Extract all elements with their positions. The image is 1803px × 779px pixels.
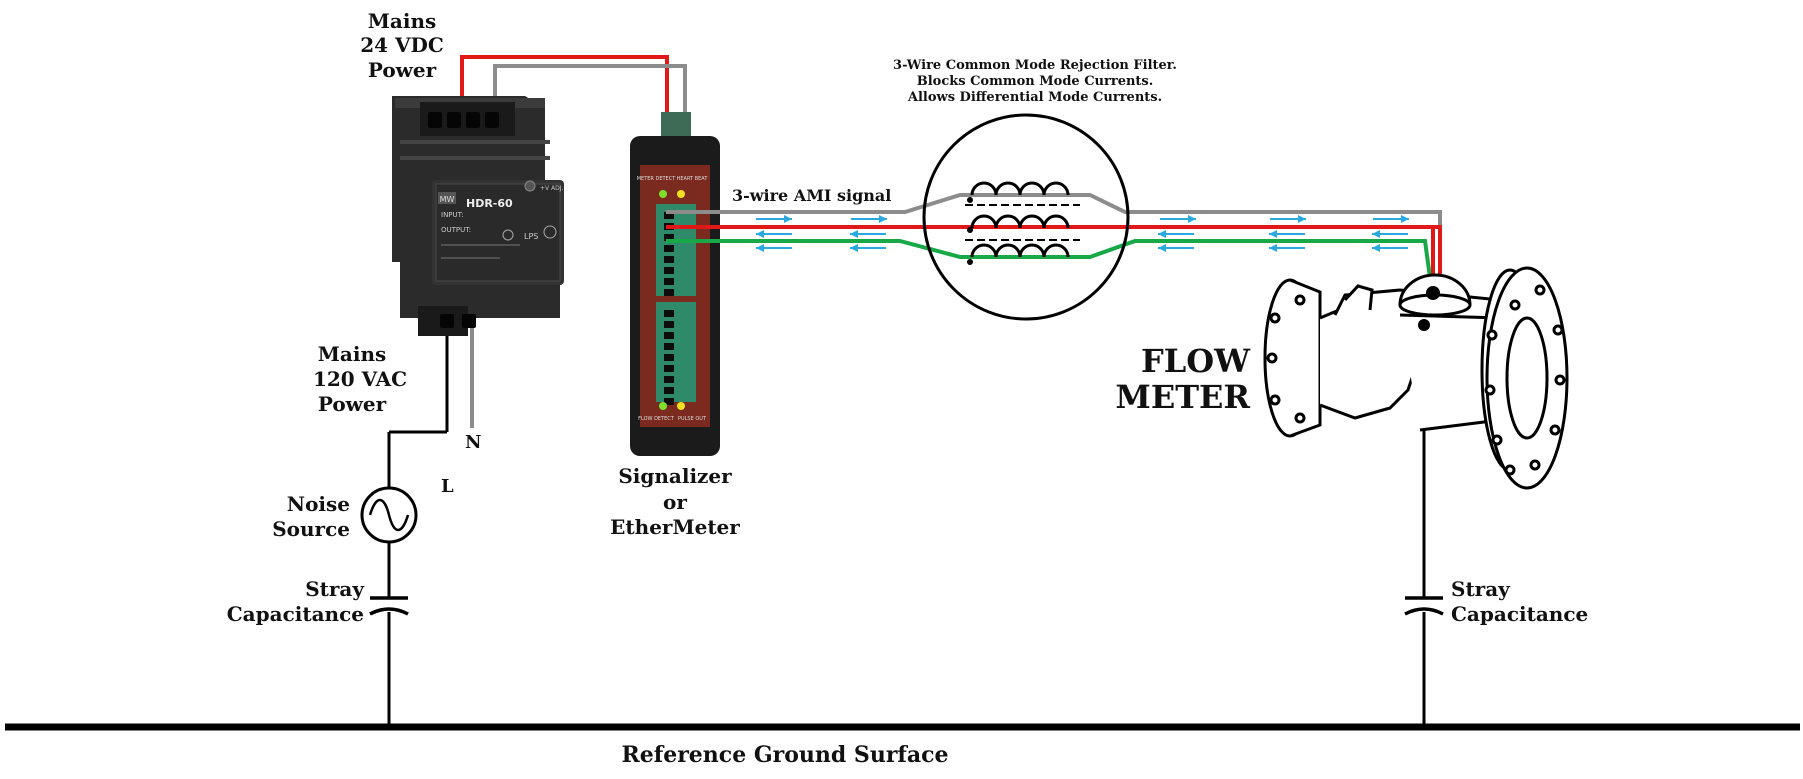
reference-ground-label: Reference Ground Surface	[621, 742, 948, 768]
power-supply-hdr60: MW HDR-60 INPUT: OUTPUT: LPS +V ADJ.	[392, 96, 564, 336]
right-stray-capacitance-label-line2: Capacitance	[1451, 602, 1588, 626]
signalizer-label-line3: EtherMeter	[610, 515, 740, 539]
dc-negative-wire	[493, 64, 687, 118]
signalizer-label-line1: Signalizer	[618, 464, 732, 488]
led-label-heart-beat: HEART BEAT	[677, 176, 709, 182]
terminal-screw	[664, 310, 674, 317]
terminal-block-top	[656, 204, 696, 296]
left-stray-capacitance-label-line1: Stray	[305, 577, 365, 601]
terminal-screw	[664, 245, 674, 252]
mains-ac-label-line1: Mains	[318, 342, 387, 366]
right-stray-capacitance-label-line1: Stray	[1451, 577, 1511, 601]
flow-detect-led	[659, 402, 667, 410]
terminal-screw	[664, 387, 674, 394]
current-flow-arrows	[756, 215, 1409, 252]
filter-label-line1: 3-Wire Common Mode Rejection Filter.	[893, 58, 1177, 73]
flow-meter-ground-node	[1418, 319, 1430, 331]
terminal-screw	[664, 354, 674, 361]
common-mode-filter-symbol	[922, 113, 1130, 321]
terminal-screw	[664, 398, 674, 405]
power-supply-output-label: OUTPUT:	[441, 226, 471, 234]
power-supply-adj-label: +V ADJ.	[540, 185, 564, 192]
led-label-flow-detect: FLOW DETECT	[638, 416, 675, 422]
filter-label-line3: Allows Differential Mode Currents.	[907, 90, 1162, 105]
left-stray-capacitor-symbol	[369, 596, 409, 616]
line-terminal-label: L	[441, 476, 454, 497]
left-ground-branch	[387, 325, 449, 727]
current-arrowhead	[850, 244, 858, 252]
mains-dc-label-line1: Mains	[368, 9, 437, 33]
current-arrowhead	[1372, 230, 1380, 238]
current-arrowhead	[1188, 215, 1196, 223]
terminal-screw	[664, 376, 674, 383]
signalizer-label-line2: or	[663, 490, 687, 514]
current-arrowhead	[850, 230, 858, 238]
terminal-screw	[664, 289, 674, 296]
current-arrowhead	[756, 244, 764, 252]
terminal-screw	[664, 267, 674, 274]
neutral-terminal-label: N	[465, 432, 481, 453]
terminal-screw	[664, 256, 674, 263]
current-arrowhead	[756, 230, 764, 238]
current-arrowhead	[1269, 244, 1277, 252]
mains-ac-label-line3: Power	[318, 392, 387, 416]
noise-source-label-line1: Noise	[287, 492, 350, 516]
filter-label-line2: Blocks Common Mode Currents.	[917, 74, 1154, 89]
terminal-screw	[664, 332, 674, 339]
signalizer-device: METER DETECT HEART BEAT FLOW DETECT PULS…	[630, 112, 720, 456]
ami-red-wire	[666, 225, 1442, 292]
noise-source-label-line2: Source	[272, 517, 350, 541]
ami-signal-label: 3-wire AMI signal	[732, 186, 891, 205]
terminal-block-bottom	[656, 302, 696, 402]
voltage-adjust-knob	[524, 180, 536, 192]
noise-source-symbol	[360, 486, 418, 544]
current-arrowhead	[879, 215, 887, 223]
dc-positive-wire	[460, 55, 669, 118]
current-arrowhead	[1269, 230, 1277, 238]
terminal-screw	[664, 212, 674, 219]
led-label-meter-detect: METER DETECT	[637, 176, 676, 182]
mains-ac-label-line2: 120 VAC	[313, 367, 407, 391]
pulse-out-led	[677, 402, 685, 410]
current-arrowhead	[1158, 244, 1166, 252]
current-arrowhead	[784, 215, 792, 223]
power-supply-rating-mark: LPS	[524, 232, 538, 241]
ami-gray-wire	[666, 193, 1442, 292]
flow-meter-signal-node	[1426, 286, 1440, 300]
current-arrowhead	[1372, 244, 1380, 252]
heart-beat-led	[677, 190, 685, 198]
mains-dc-label-line2: 24 VDC	[360, 33, 444, 57]
left-stray-capacitance-label-line2: Capacitance	[227, 602, 364, 626]
terminal-screw	[664, 343, 674, 350]
power-supply-model: HDR-60	[466, 197, 513, 210]
current-arrowhead	[1401, 215, 1409, 223]
power-supply-brand: MW	[440, 195, 455, 204]
current-arrowhead	[1298, 215, 1306, 223]
flow-meter-label-line1: FLOW	[1141, 342, 1251, 380]
terminal-screw	[664, 278, 674, 285]
terminal-screw	[664, 234, 674, 241]
current-arrowhead	[1158, 230, 1166, 238]
mains-dc-label-line3: Power	[368, 58, 437, 82]
flow-meter-drawing	[1263, 266, 1569, 490]
right-stray-capacitor-symbol	[1404, 596, 1444, 616]
terminal-screw	[664, 365, 674, 372]
flow-meter-label-line2: METER	[1115, 378, 1250, 416]
meter-detect-led	[659, 190, 667, 198]
led-label-pulse-out: PULSE OUT	[678, 416, 707, 422]
ami-green-wire	[666, 239, 1434, 293]
terminal-screw	[664, 321, 674, 328]
power-supply-input-label: INPUT:	[441, 211, 464, 219]
